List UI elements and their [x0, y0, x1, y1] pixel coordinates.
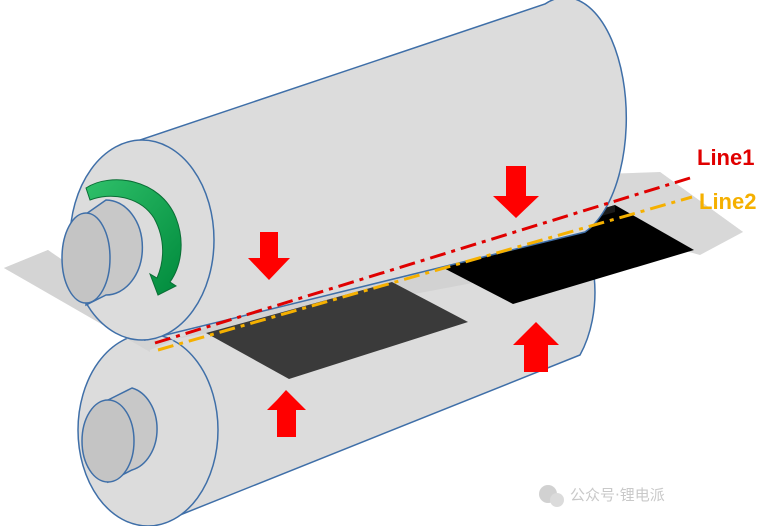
bottom-roller-shaft-end: [81, 399, 135, 483]
rotation-arrow-icon: [85, 179, 182, 296]
arrow-up-icon: [267, 390, 306, 437]
arrow-down-icon: [248, 232, 290, 280]
bottom-roller: [77, 209, 596, 526]
watermark: 公众号·锂电派: [539, 485, 665, 507]
line1-label: Line1: [697, 145, 754, 170]
top-roller-shaft-end: [61, 212, 111, 304]
wechat-icon: [539, 485, 557, 503]
coating-front: [206, 282, 468, 379]
watermark-text: 公众号·锂电派: [570, 486, 665, 504]
line1-dashed: [154, 176, 691, 345]
line2-label: Line2: [699, 189, 756, 214]
arrow-up-icon: [513, 322, 559, 372]
coating-back: [432, 205, 694, 304]
line2-dashed: [157, 195, 693, 352]
arrow-down-icon: [493, 166, 539, 218]
